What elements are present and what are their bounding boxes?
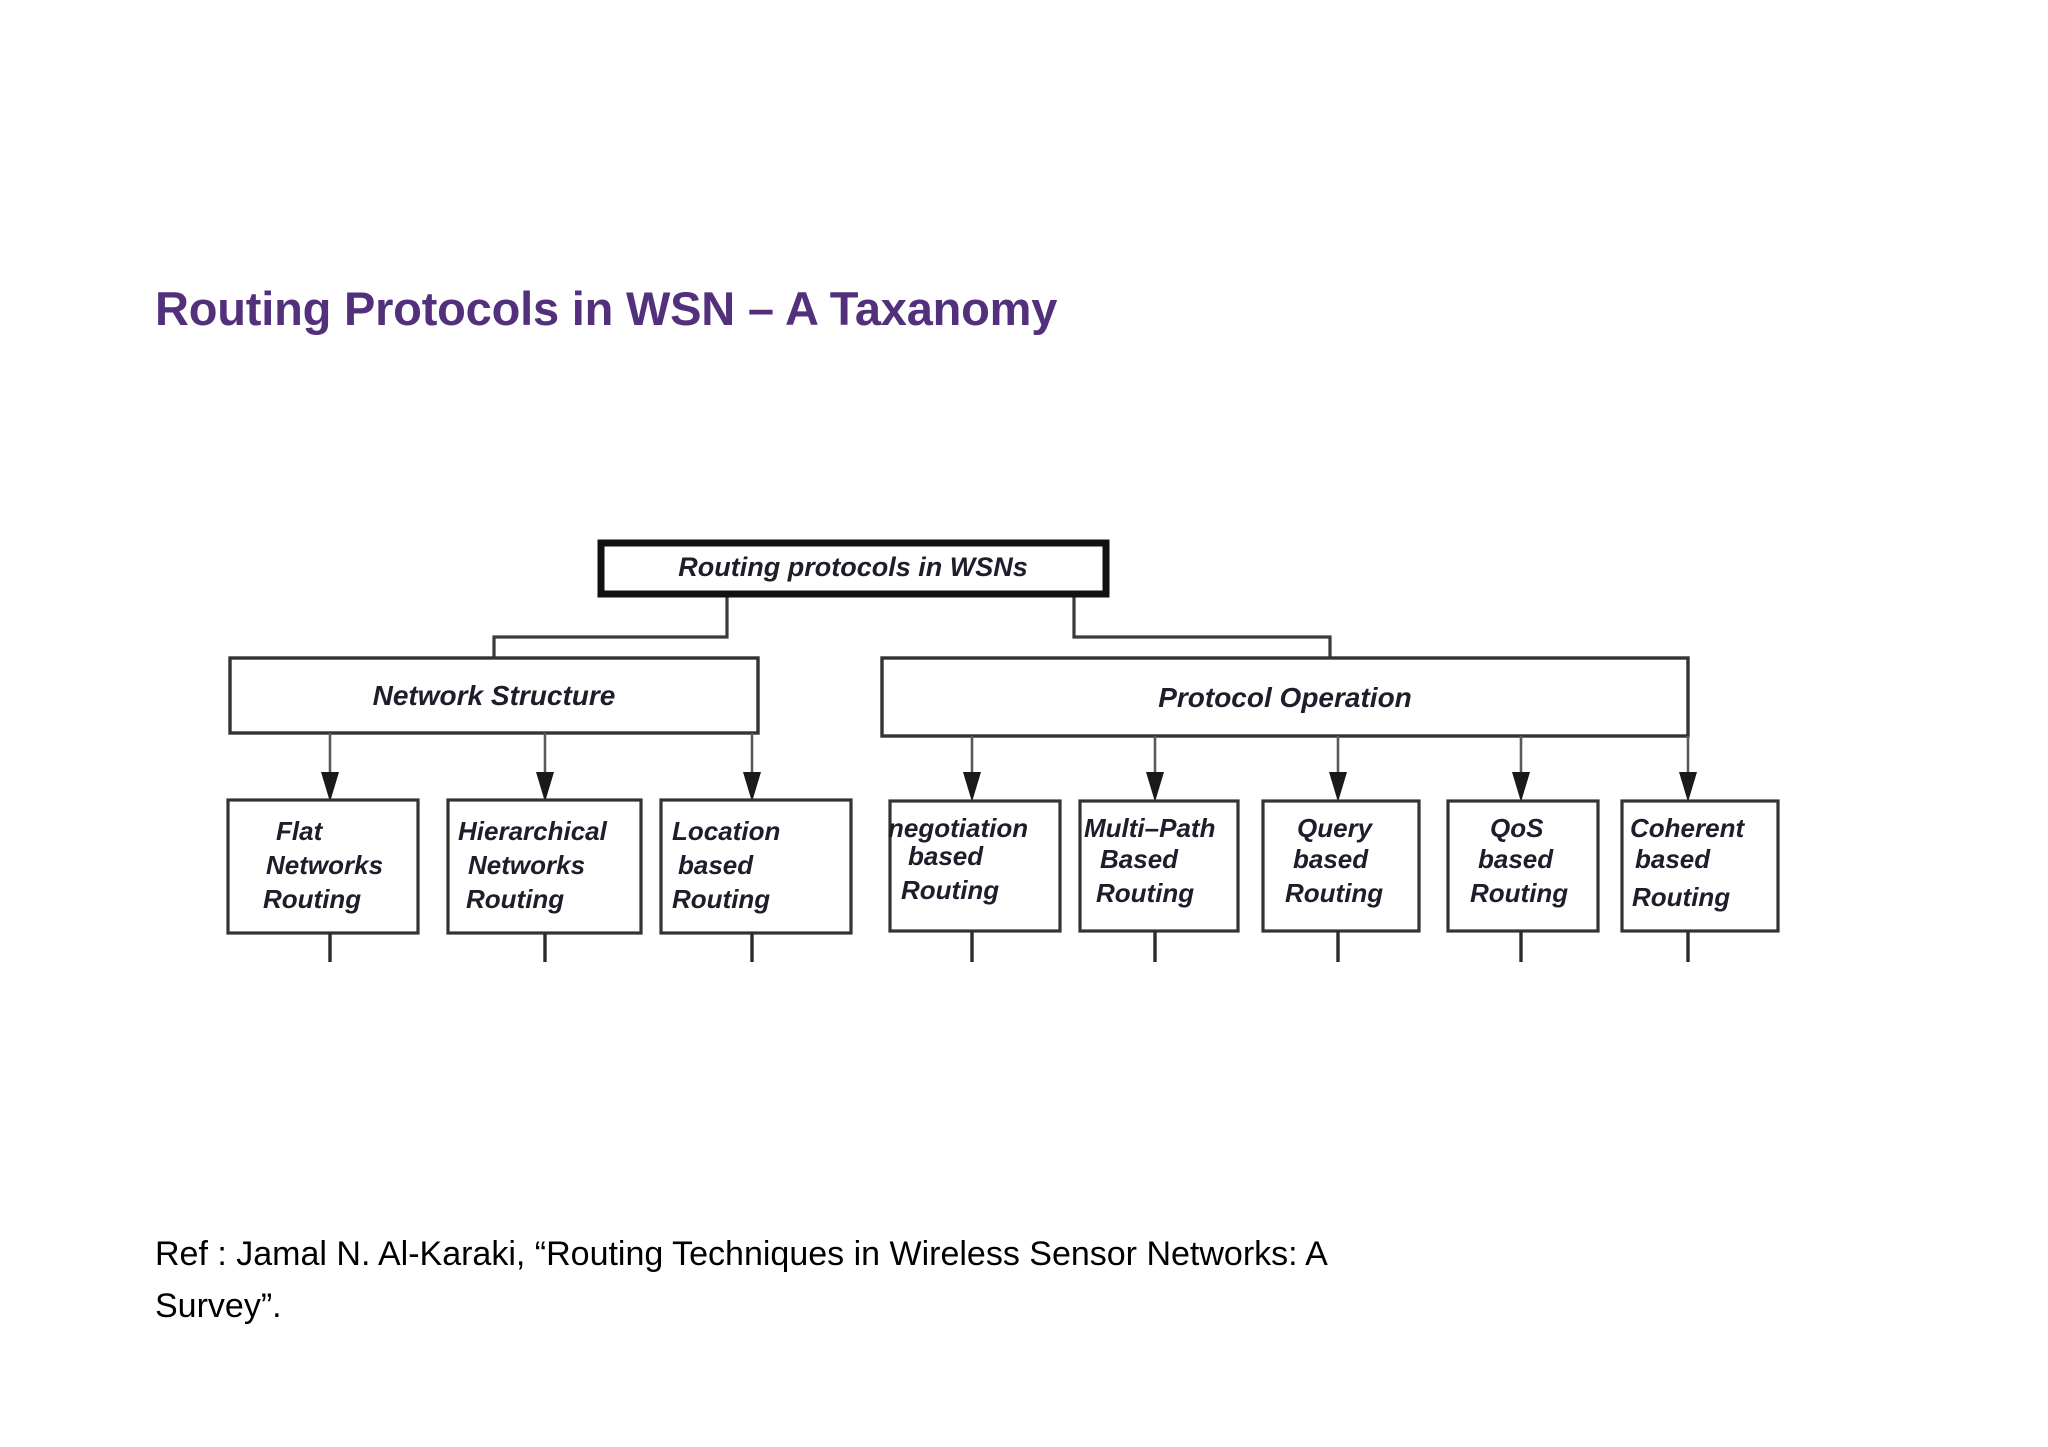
arrow-protocol-operation-to-coherent xyxy=(1679,736,1697,802)
node-flat-networks-routing-line3: Routing xyxy=(263,884,361,914)
node-hierarchical-networks-routing-line3: Routing xyxy=(466,884,564,914)
node-negotiation-based-routing-line1: negotiation xyxy=(888,813,1028,843)
node-protocol-operation: Protocol Operation xyxy=(880,656,1690,738)
taxonomy-diagram: Routing protocols in WSNs Network Struct… xyxy=(0,510,2048,980)
node-qos-based-routing-line3: Routing xyxy=(1470,878,1568,908)
arrow-network-structure-to-location xyxy=(743,733,761,802)
node-coherent-based-routing-line3: Routing xyxy=(1632,882,1730,912)
reference-line-2: Survey”. xyxy=(155,1287,282,1325)
node-qos-based-routing-line2: based xyxy=(1478,844,1554,874)
node-hierarchical-networks-routing-line2: Networks xyxy=(468,850,585,880)
connector-root-to-network-structure xyxy=(492,594,729,658)
connector-root-to-protocol-operation xyxy=(1072,594,1332,658)
node-qos-based-routing-line1: QoS xyxy=(1490,813,1544,843)
node-query-based-routing-line2: based xyxy=(1293,844,1369,874)
node-coherent-based-routing-line2: based xyxy=(1635,844,1711,874)
node-multipath-based-routing: Multi–Path Based Routing xyxy=(1078,799,1240,962)
node-query-based-routing: Query based Routing xyxy=(1261,799,1421,962)
arrow-protocol-operation-to-qos xyxy=(1512,736,1530,802)
arrow-protocol-operation-to-multipath xyxy=(1146,736,1164,802)
node-flat-networks-routing: Flat Networks Routing xyxy=(226,798,420,962)
node-location-based-routing-line3: Routing xyxy=(672,884,770,914)
node-location-based-routing-line2: based xyxy=(678,850,754,880)
node-multipath-based-routing-line1: Multi–Path xyxy=(1084,813,1215,843)
node-query-based-routing-line3: Routing xyxy=(1285,878,1383,908)
arrow-network-structure-to-flat xyxy=(321,733,339,802)
node-hierarchical-networks-routing: Hierarchical Networks Routing xyxy=(446,798,643,962)
arrow-protocol-operation-to-negotiation xyxy=(963,736,981,802)
node-negotiation-based-routing-line3: Routing xyxy=(901,875,999,905)
node-location-based-routing-line1: Location xyxy=(672,816,780,846)
node-coherent-based-routing: Coherent based Routing xyxy=(1620,799,1780,962)
node-qos-based-routing: QoS based Routing xyxy=(1446,799,1600,962)
node-flat-networks-routing-line1: Flat xyxy=(276,816,324,846)
node-negotiation-based-routing-line2: based xyxy=(908,841,984,871)
node-flat-networks-routing-line2: Networks xyxy=(266,850,383,880)
reference-text: Ref : Jamal N. Al-Karaki, “Routing Techn… xyxy=(155,1228,1505,1336)
node-root-label: Routing protocols in WSNs xyxy=(678,552,1027,582)
page-title: Routing Protocols in WSN – A Taxanomy xyxy=(155,282,1058,335)
node-hierarchical-networks-routing-line1: Hierarchical xyxy=(458,816,608,846)
node-network-structure-label: Network Structure xyxy=(373,680,616,711)
node-protocol-operation-label: Protocol Operation xyxy=(1158,682,1412,713)
node-multipath-based-routing-line2: Based xyxy=(1100,844,1179,874)
node-negotiation-based-routing: negotiation based Routing xyxy=(888,799,1062,962)
arrow-protocol-operation-to-query xyxy=(1329,736,1347,802)
node-query-based-routing-line1: Query xyxy=(1297,813,1374,843)
node-root: Routing protocols in WSNs xyxy=(597,539,1110,598)
reference-line-1: Ref : Jamal N. Al-Karaki, “Routing Techn… xyxy=(155,1235,1328,1273)
arrow-network-structure-to-hierarchical xyxy=(536,733,554,802)
node-multipath-based-routing-line3: Routing xyxy=(1096,878,1194,908)
node-network-structure: Network Structure xyxy=(228,656,760,735)
node-location-based-routing: Location based Routing xyxy=(659,798,853,962)
node-coherent-based-routing-line1: Coherent xyxy=(1630,813,1745,843)
